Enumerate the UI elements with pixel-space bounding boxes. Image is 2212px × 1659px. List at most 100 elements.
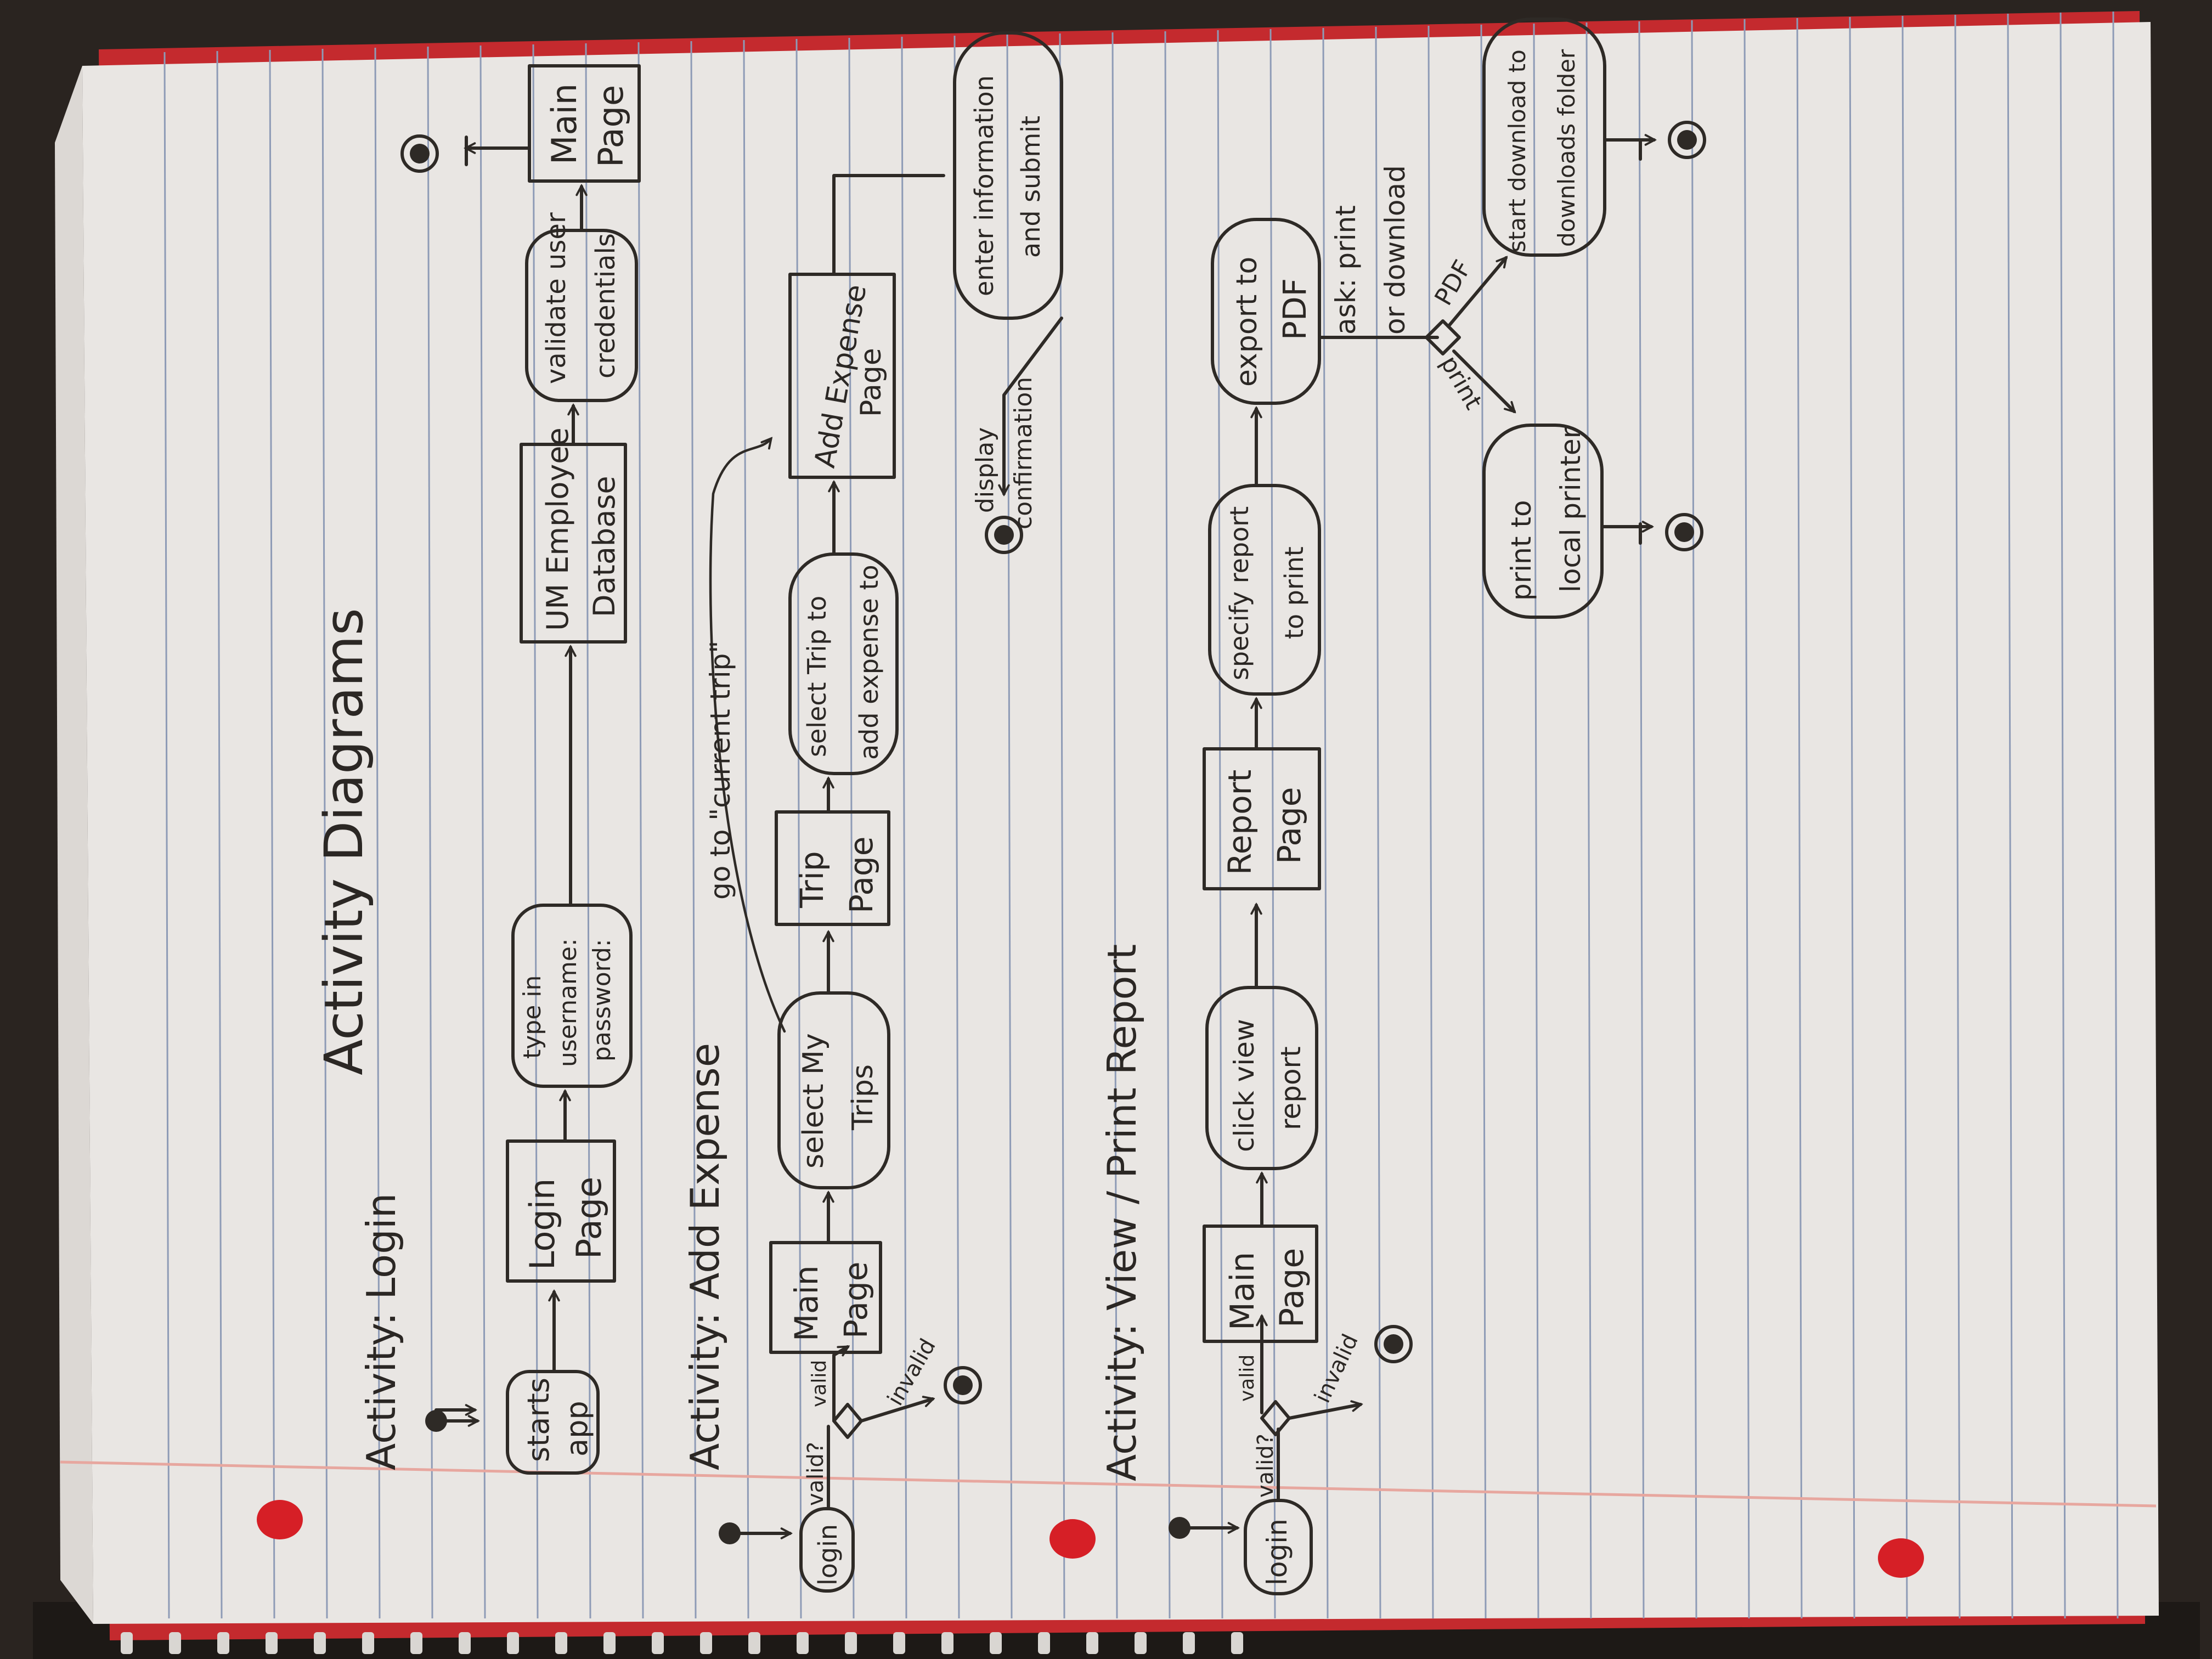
spiral-coil bbox=[121, 1632, 133, 1654]
login-final-node bbox=[400, 134, 439, 173]
ruled-line bbox=[1322, 27, 1329, 1619]
spiral-coil bbox=[1086, 1632, 1098, 1654]
node-label: start download to bbox=[1504, 49, 1531, 252]
node-label: Page bbox=[1271, 787, 1308, 864]
node-label: validate user bbox=[541, 212, 572, 384]
ruled-line bbox=[163, 52, 170, 1619]
report-node-specify-report bbox=[1208, 484, 1321, 696]
ruled-line bbox=[1217, 30, 1223, 1619]
spiral-coil bbox=[459, 1632, 471, 1654]
node-label: Page bbox=[569, 1177, 609, 1259]
ruled-line bbox=[848, 37, 855, 1619]
decision-question: ask: print bbox=[1330, 205, 1362, 335]
report-print-final-core bbox=[1674, 522, 1694, 542]
ruled-line bbox=[479, 45, 486, 1619]
node-label: app bbox=[560, 1401, 594, 1457]
spiral-coil bbox=[169, 1632, 181, 1654]
node-label: credentials bbox=[590, 233, 621, 379]
report-print-final-node bbox=[1665, 513, 1703, 551]
ruled-line bbox=[2059, 12, 2066, 1619]
expense-goto-current-trip-edge bbox=[709, 439, 786, 1033]
node-label: Report bbox=[1221, 770, 1259, 875]
ruled-line bbox=[1954, 14, 1961, 1619]
ruled-line bbox=[1480, 24, 1487, 1619]
ruled-line bbox=[2007, 13, 2013, 1619]
node-label: Database bbox=[587, 476, 622, 617]
report-node-print-to-local-printer bbox=[1482, 424, 1604, 619]
login-node-main-page bbox=[528, 64, 641, 183]
report-invalid-final-core bbox=[1384, 1334, 1403, 1354]
expense-flow-edge bbox=[1004, 317, 1063, 494]
expense-node-select-my-trips bbox=[777, 991, 890, 1189]
node-label: login bbox=[813, 1524, 843, 1585]
ruled-lines bbox=[163, 11, 2119, 1619]
node-label: password: bbox=[588, 939, 616, 1062]
add-expense-activity: login valid? valid invalid Main Page sel… bbox=[704, 31, 1063, 1593]
ruled-line bbox=[585, 43, 591, 1619]
report-pdf-edge bbox=[1447, 258, 1506, 328]
spiral-coil bbox=[314, 1632, 326, 1654]
node-label: Main bbox=[788, 1266, 825, 1341]
ruled-line bbox=[1164, 31, 1171, 1619]
expense-node-enter-information bbox=[953, 31, 1063, 320]
ruled-line bbox=[1585, 22, 1592, 1619]
node-label: select Trip to bbox=[802, 596, 832, 757]
ruled-line bbox=[1638, 21, 1645, 1619]
report-invalid-edge bbox=[1288, 1404, 1361, 1420]
spiral-coil bbox=[797, 1632, 809, 1654]
node-label: login bbox=[1261, 1519, 1293, 1585]
binder-hole bbox=[1049, 1519, 1096, 1559]
node-label: downloads folder bbox=[1553, 49, 1580, 247]
node-label: Main bbox=[1223, 1252, 1262, 1330]
ruled-line bbox=[1901, 15, 1908, 1619]
decision-label: valid? bbox=[1253, 1434, 1278, 1498]
ruled-line bbox=[2112, 11, 2119, 1619]
ruled-line bbox=[269, 49, 275, 1619]
node-label: Page bbox=[1273, 1248, 1311, 1328]
node-label: PDF bbox=[1276, 278, 1313, 340]
spiral-coil bbox=[748, 1632, 760, 1654]
spiral-coil bbox=[1038, 1632, 1050, 1654]
section-title-add-expense: Activity: Add Expense bbox=[682, 1043, 728, 1470]
report-node-start-download bbox=[1482, 18, 1606, 257]
ruled-line bbox=[690, 41, 697, 1619]
ruled-line bbox=[1006, 34, 1013, 1619]
binder-hole bbox=[257, 1500, 303, 1539]
guard-label: valid bbox=[808, 1360, 831, 1407]
binder-hole bbox=[1878, 1538, 1924, 1578]
report-node-export-to-pdf bbox=[1211, 218, 1321, 405]
node-label: Page bbox=[843, 837, 880, 913]
node-label: select My bbox=[797, 1033, 830, 1169]
node-label: specify report bbox=[1224, 506, 1254, 680]
ruled-line bbox=[374, 47, 381, 1619]
spiral-coil bbox=[700, 1632, 712, 1654]
expense-node-select-trip bbox=[788, 552, 899, 775]
report-download-final-node bbox=[1668, 121, 1706, 159]
ruled-line bbox=[532, 44, 539, 1619]
spiral-coil bbox=[1135, 1632, 1147, 1654]
login-initial-node bbox=[425, 1410, 447, 1432]
spiral-coil bbox=[266, 1632, 278, 1654]
report-initial-node bbox=[1169, 1517, 1190, 1539]
ruled-line bbox=[1533, 23, 1539, 1619]
expense-initial-node bbox=[719, 1522, 741, 1544]
page-title: Activity Diagrams bbox=[313, 608, 375, 1075]
paper-stack-edge bbox=[55, 66, 93, 1624]
spiral-coil bbox=[217, 1632, 229, 1654]
expense-node-main-page bbox=[769, 1241, 882, 1354]
node-label: Page bbox=[855, 348, 888, 417]
spiral-coil bbox=[845, 1632, 857, 1654]
node-label: Main bbox=[544, 83, 584, 165]
expense-invalid-final-node bbox=[944, 1366, 982, 1404]
node-label: and submit bbox=[1016, 116, 1046, 258]
ruled-line bbox=[901, 36, 907, 1619]
node-label: Trips bbox=[847, 1064, 879, 1131]
spiral-coil bbox=[893, 1632, 905, 1654]
ruled-line bbox=[1269, 29, 1276, 1619]
login-node-login-page bbox=[506, 1139, 616, 1283]
spiral-coil bbox=[652, 1632, 664, 1654]
ruled-line bbox=[1111, 32, 1118, 1619]
node-label: local printer bbox=[1555, 427, 1587, 592]
node-label: Trip bbox=[793, 851, 831, 909]
